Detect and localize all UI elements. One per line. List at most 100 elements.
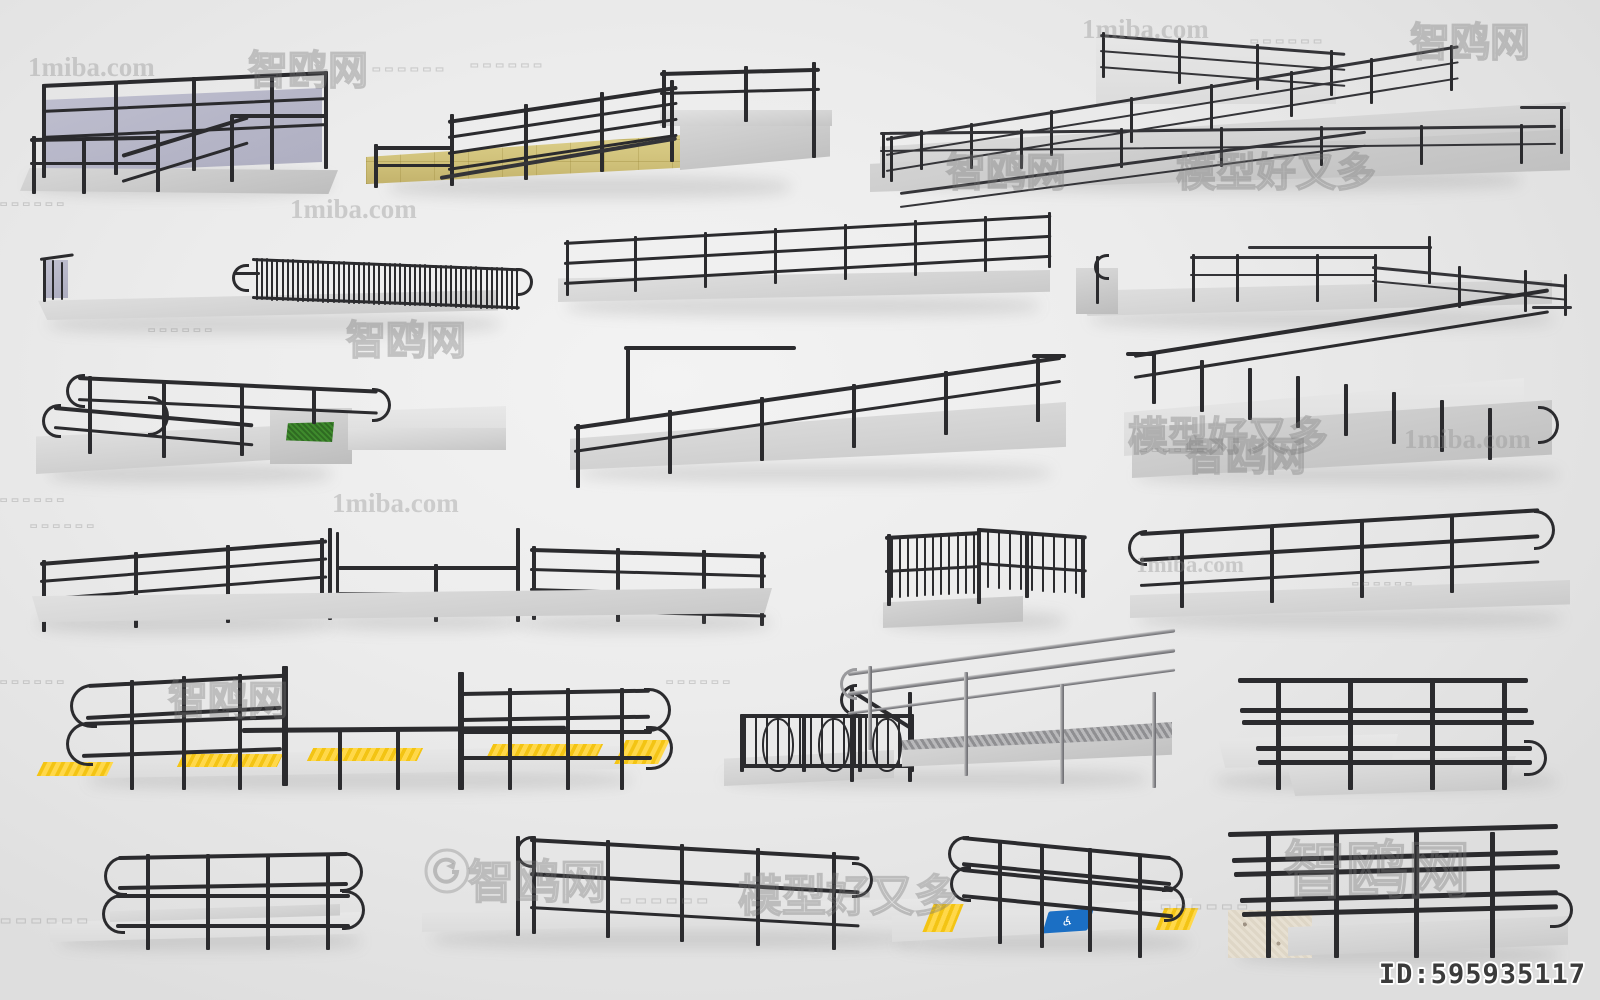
rail-post xyxy=(1248,368,1252,420)
rail-post xyxy=(1392,392,1396,444)
baluster xyxy=(383,262,386,305)
steel-handrail-low xyxy=(847,668,1176,715)
handrail-end-lower xyxy=(342,890,365,930)
rail-end-return xyxy=(1524,740,1547,776)
rail-post xyxy=(1200,360,1204,412)
handrail-post xyxy=(266,854,270,950)
model-tile-16 xyxy=(1196,640,1586,796)
baluster xyxy=(378,262,381,305)
baluster xyxy=(434,264,437,307)
baluster xyxy=(439,265,442,307)
picket xyxy=(755,716,757,768)
handrail-post-right xyxy=(620,688,624,790)
rail-post xyxy=(774,228,777,284)
landing-post xyxy=(662,70,666,128)
baluster xyxy=(368,262,371,305)
model-tile-17 xyxy=(40,820,380,950)
ornate-scroll-panel xyxy=(818,718,850,772)
handrail-post xyxy=(1088,848,1092,952)
handrail-post xyxy=(240,384,244,456)
picket xyxy=(766,716,768,768)
baluster xyxy=(296,259,299,302)
handrail-post xyxy=(326,854,330,950)
picket xyxy=(1075,536,1077,595)
model-tile-19: ♿ xyxy=(888,812,1199,958)
landing-post xyxy=(1374,254,1377,302)
steel-post xyxy=(964,672,968,776)
picket xyxy=(907,535,910,598)
newel-disc xyxy=(282,666,288,786)
baluster xyxy=(322,260,325,303)
handrail-upper-mid xyxy=(117,881,348,890)
picket xyxy=(843,716,845,768)
rail-post xyxy=(114,81,118,175)
long-post xyxy=(890,136,893,182)
baluster xyxy=(465,265,468,308)
handrail-post xyxy=(1138,854,1142,958)
model-tile-8 xyxy=(560,340,1080,488)
steel-handrail-return xyxy=(840,668,857,700)
handrail-post-right xyxy=(508,688,512,790)
model-tile-6 xyxy=(1072,222,1588,332)
concrete-platform xyxy=(20,168,338,194)
return-handrail xyxy=(374,146,454,150)
rail-d xyxy=(1239,890,1558,903)
handrail-post xyxy=(998,840,1002,944)
tactile-paving-mid2 xyxy=(306,748,424,761)
handrail-upper xyxy=(77,376,378,394)
rail-top-b xyxy=(1240,708,1528,713)
rail-post xyxy=(887,534,891,606)
model-tile-7 xyxy=(30,358,510,488)
left-post xyxy=(61,262,63,300)
model-tile-5 xyxy=(548,200,1068,320)
rail-post xyxy=(1081,536,1085,598)
ornate-post xyxy=(740,714,744,772)
rail-top xyxy=(338,566,520,570)
handrail-return-lower xyxy=(102,894,125,934)
baluster xyxy=(286,259,289,302)
upper-post xyxy=(1428,236,1431,284)
picket xyxy=(891,536,893,598)
handrail-u-return-upper xyxy=(66,374,85,408)
rail-post xyxy=(1152,352,1156,404)
handrail-post xyxy=(1040,844,1044,948)
watermark-latin: 1miba.com xyxy=(332,488,459,518)
handrail-end-return xyxy=(852,862,873,898)
handrail-post xyxy=(162,380,166,458)
baluster xyxy=(388,263,391,305)
baluster xyxy=(403,263,406,306)
left-panel xyxy=(44,260,68,298)
handrail-return-lower xyxy=(950,866,971,902)
rail-post xyxy=(134,552,138,628)
handrail-lower-right xyxy=(460,730,652,734)
handrail-lower-right-mid xyxy=(460,756,652,760)
handrail-post xyxy=(606,840,610,938)
model-tile-3 xyxy=(860,10,1590,208)
handrail-return-upper xyxy=(104,856,127,896)
right-end-post xyxy=(1564,274,1567,316)
rail-post xyxy=(670,80,674,162)
landing-rail-mid xyxy=(1190,274,1376,276)
handrail-lower-mid xyxy=(116,924,350,928)
baluster xyxy=(312,260,315,303)
lower-post xyxy=(1020,129,1023,169)
rail-c xyxy=(1233,864,1560,877)
sloped-post xyxy=(230,116,234,182)
picket xyxy=(1031,533,1033,592)
ornate-post xyxy=(802,714,806,772)
ornate-rail-top xyxy=(740,714,914,718)
handrail-low xyxy=(1139,560,1540,587)
model-tile-1 xyxy=(20,50,350,196)
end-return xyxy=(1094,254,1109,280)
baluster xyxy=(500,267,503,310)
rail-post xyxy=(516,528,520,622)
handrail-post xyxy=(756,848,760,946)
handrail-post xyxy=(1360,520,1364,598)
handrail-post xyxy=(130,680,134,790)
landing-post xyxy=(744,66,748,122)
picket xyxy=(810,716,812,768)
handrail-return-lower-left xyxy=(66,722,93,766)
picket xyxy=(1020,532,1022,591)
model-id-label: ID:595935117 xyxy=(1378,959,1586,990)
picket xyxy=(1064,535,1066,594)
